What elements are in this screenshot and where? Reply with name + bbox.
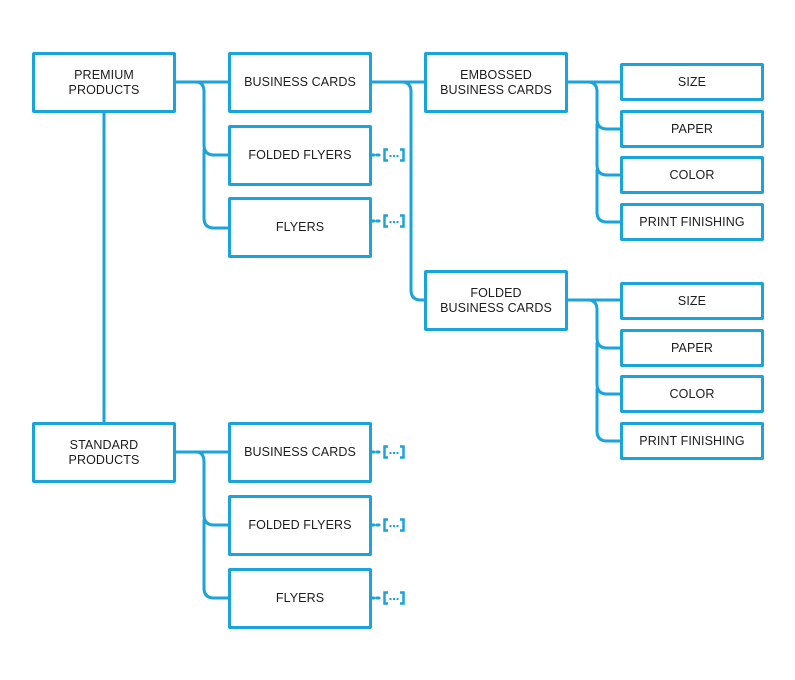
standard-flyers-label: FLYERS: [275, 591, 325, 605]
option-label: COLOR: [669, 386, 715, 401]
premium-business-cards-node[interactable]: BUSINESS CARDS: [228, 52, 372, 113]
premium-flyers-node[interactable]: FLYERS: [228, 197, 372, 258]
expand-branch-icon[interactable]: [383, 518, 405, 532]
expand-branch-icon[interactable]: [383, 591, 405, 605]
standard-folded-flyers-node[interactable]: FOLDED FLYERS: [228, 495, 372, 556]
folded-option-paper[interactable]: PAPER: [620, 329, 764, 367]
embossed-business-cards-node[interactable]: EMBOSSED BUSINESS CARDS: [424, 52, 568, 113]
option-label: COLOR: [669, 167, 715, 182]
premium-products-node[interactable]: PREMIUM PRODUCTS: [32, 52, 176, 113]
option-label: PAPER: [671, 340, 713, 355]
standard-folded-flyers-label: FOLDED FLYERS: [248, 518, 352, 532]
option-label: PAPER: [671, 121, 713, 136]
folded-business-cards-node[interactable]: FOLDED BUSINESS CARDS: [424, 270, 568, 331]
embossed-option-print-finishing[interactable]: PRINT FINISHING: [620, 203, 764, 241]
embossed-business-cards-label: EMBOSSED BUSINESS CARDS: [440, 67, 552, 97]
premium-products-label: PREMIUM PRODUCTS: [68, 67, 140, 97]
premium-business-cards-label: BUSINESS CARDS: [244, 75, 356, 89]
option-label: PRINT FINISHING: [639, 433, 745, 448]
premium-folded-flyers-label: FOLDED FLYERS: [248, 148, 352, 162]
folded-option-color[interactable]: COLOR: [620, 375, 764, 413]
folded-business-cards-label: FOLDED BUSINESS CARDS: [440, 285, 552, 315]
option-label: SIZE: [677, 293, 707, 308]
standard-flyers-node[interactable]: FLYERS: [228, 568, 372, 629]
expand-branch-icon[interactable]: [383, 214, 405, 228]
standard-products-label: STANDARD PRODUCTS: [68, 437, 140, 467]
embossed-option-color[interactable]: COLOR: [620, 156, 764, 194]
folded-option-print-finishing[interactable]: PRINT FINISHING: [620, 422, 764, 460]
standard-business-cards-node[interactable]: BUSINESS CARDS: [228, 422, 372, 483]
standard-business-cards-label: BUSINESS CARDS: [244, 445, 356, 459]
option-label: PRINT FINISHING: [639, 214, 745, 229]
premium-folded-flyers-node[interactable]: FOLDED FLYERS: [228, 125, 372, 186]
folded-option-size[interactable]: SIZE: [620, 282, 764, 320]
standard-products-node[interactable]: STANDARD PRODUCTS: [32, 422, 176, 483]
option-label: SIZE: [677, 74, 707, 89]
premium-flyers-label: FLYERS: [275, 220, 325, 234]
embossed-option-paper[interactable]: PAPER: [620, 110, 764, 148]
expand-branch-icon[interactable]: [383, 148, 405, 162]
expand-branch-icon[interactable]: [383, 445, 405, 459]
embossed-option-size[interactable]: SIZE: [620, 63, 764, 101]
